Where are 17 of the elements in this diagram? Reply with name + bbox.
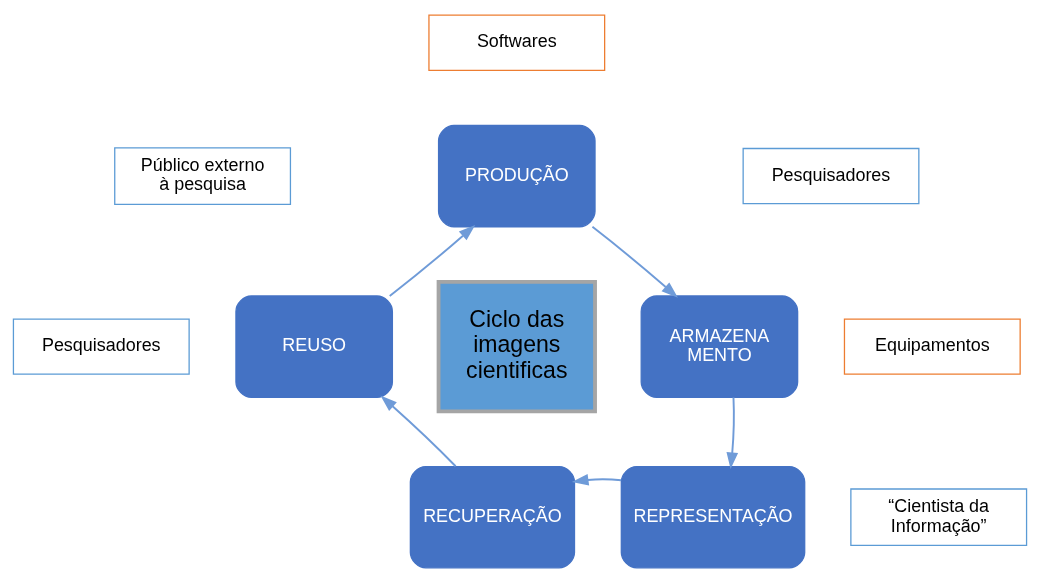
arrow: [591, 225, 678, 298]
node-box: Pesquisadores: [12, 317, 190, 375]
node-box: Softwares: [428, 14, 606, 71]
node-box: ARMAZENA MENTO: [640, 294, 799, 398]
arrow: [571, 473, 623, 486]
arrow: [380, 395, 457, 467]
arrow: [726, 395, 739, 469]
node-box: “Cientista da Informação”: [850, 487, 1028, 546]
node-box: Equipamentos: [843, 317, 1021, 375]
arrow: [388, 224, 476, 297]
node-box: Ciclo das imagens cientificas: [436, 279, 597, 413]
node-box: REUSO: [235, 294, 394, 398]
node-box: PRODUÇÃO: [437, 124, 596, 227]
node-box: RECUPERAÇÃO: [409, 465, 576, 568]
node-box: REPRESENTAÇÃO: [620, 465, 806, 568]
node-box: Pesquisadores: [742, 147, 920, 204]
node-box: Público externo à pesquisa: [114, 146, 292, 205]
